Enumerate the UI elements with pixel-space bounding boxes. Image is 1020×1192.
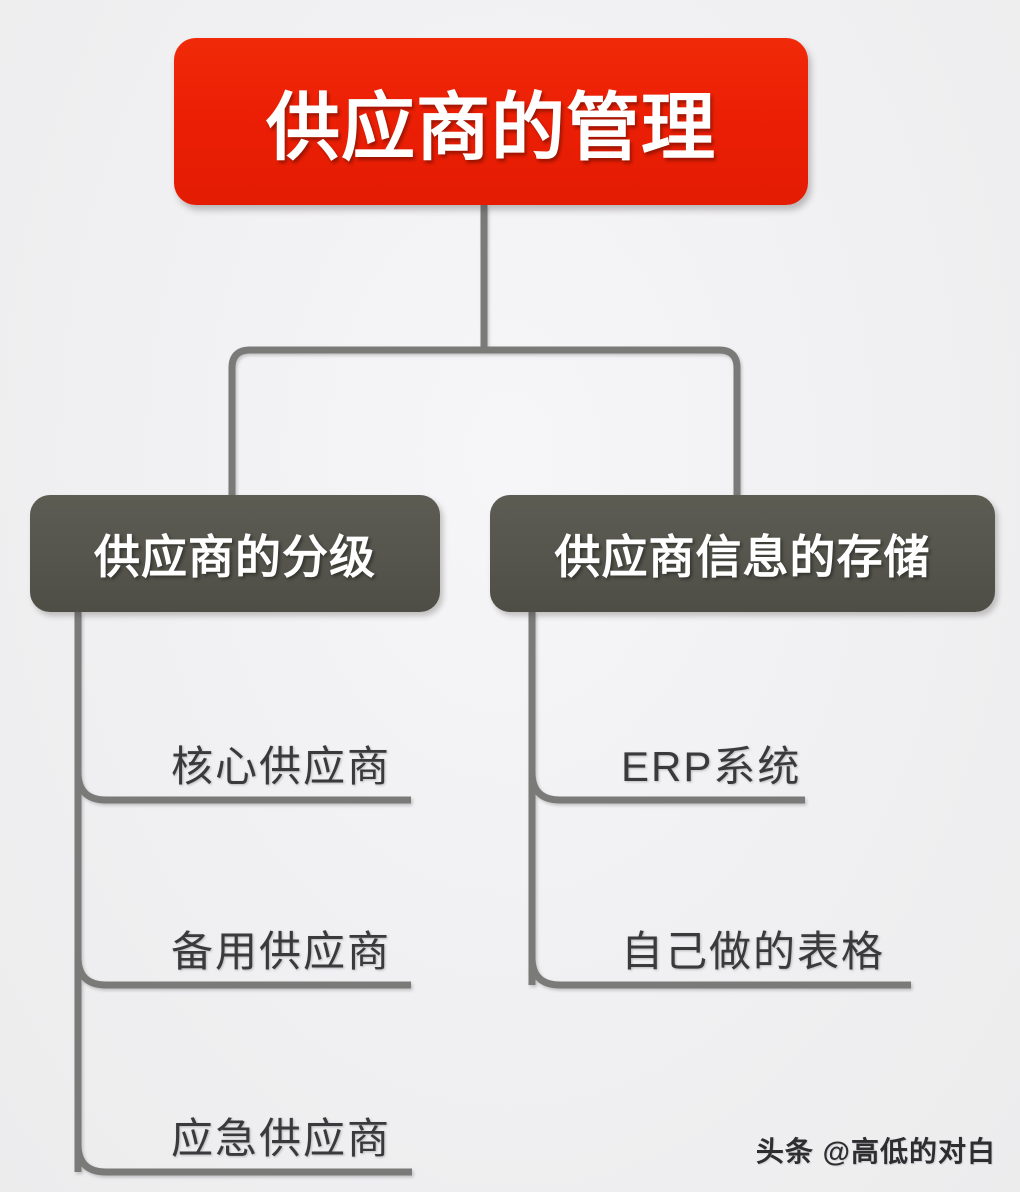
branch-node-supplier-info-storage[interactable]: 供应商信息的存储	[490, 495, 995, 612]
leaf-label-emergency-supplier[interactable]: 应急供应商	[171, 1115, 392, 1162]
root-node-label: 供应商的管理	[266, 86, 716, 169]
watermark: 头条 @高低的对白	[755, 1136, 996, 1167]
connector-right-leaf-1	[528, 771, 805, 804]
leaf-label-erp-system[interactable]: ERP系统	[621, 743, 802, 790]
branch-node-label: 供应商信息的存储	[554, 530, 931, 583]
connector-right-leaf-2	[528, 956, 911, 989]
leaf-label-self-made-spreadsheet[interactable]: 自己做的表格	[621, 928, 886, 975]
branch-node-label: 供应商的分级	[94, 530, 376, 583]
connector-left-leaf-2	[74, 956, 411, 989]
branch-node-supplier-grading[interactable]: 供应商的分级	[30, 495, 440, 612]
connector-root-to-branches	[228, 346, 741, 495]
leaf-label-core-supplier[interactable]: 核心供应商	[171, 743, 392, 790]
connector-left-leaf-1	[74, 771, 411, 804]
root-node[interactable]: 供应商的管理	[174, 38, 808, 205]
leaf-label-backup-supplier[interactable]: 备用供应商	[171, 928, 392, 975]
connector-left-leaf-3	[74, 1143, 412, 1176]
